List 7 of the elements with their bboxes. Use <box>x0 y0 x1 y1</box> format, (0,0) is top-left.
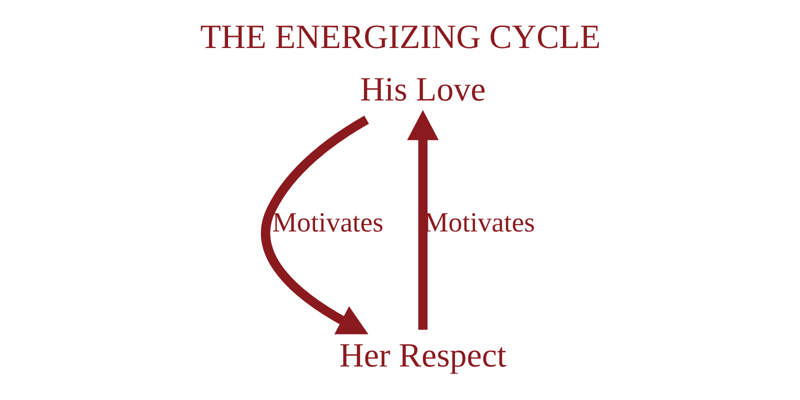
edge-label: Motivates <box>272 208 383 239</box>
arrow <box>260 116 368 334</box>
arrow <box>406 110 438 330</box>
diagram-title: THE ENERGIZING CYCLE <box>200 18 600 56</box>
node-text: His Love <box>360 71 486 108</box>
edge-label: Motivates <box>423 208 534 239</box>
node-text: Her Respect <box>338 337 506 374</box>
